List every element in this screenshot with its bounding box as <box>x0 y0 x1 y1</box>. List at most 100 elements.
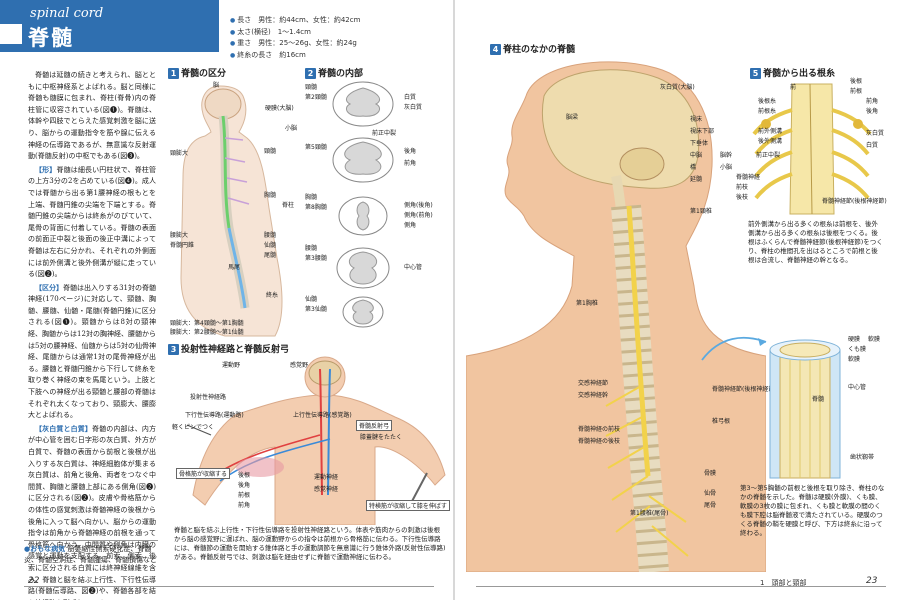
fig2-level-s3: 第3仙髄 <box>305 306 327 313</box>
fig3-label-pin: 軽くピンでつく <box>172 424 215 431</box>
fig1-note-cervical: 頸膨大：第4頸髄～第1胸髄 <box>170 320 244 327</box>
fig3-label-motor-nerve: 運動神経 <box>314 474 339 481</box>
ascending-tract <box>327 368 331 496</box>
fig5-membrane-cylinder <box>769 339 841 479</box>
fig2-label-gray-matter: 灰白質 <box>404 104 423 111</box>
brain-shape <box>204 88 242 120</box>
cord-segment <box>789 83 835 215</box>
cross-section-lumbar <box>336 247 390 289</box>
fig4-label-medulla: 延髄 <box>690 176 703 183</box>
fig5-caption-2: 第3～第5胸髄の前根と後根を取り除き、脊柱のなかの脊髄を示した。脊髄は硬膜(外膜… <box>740 484 885 537</box>
fig5-label-drg: 脊髄神経節(後根神経節) <box>822 198 887 205</box>
fig3-label-posterior-root: 後根 <box>238 472 251 479</box>
fig5-label-front: 前 <box>790 84 797 91</box>
fig1-label-spine: 脊柱 <box>282 202 295 209</box>
fig5-label-dura: 硬膜 <box>848 336 861 343</box>
fig4-label-drg: 脊髄神経節(後根神経節) <box>712 386 777 393</box>
fig1-label-sacral-cord: 仙髄 <box>264 242 277 249</box>
fig5-label-post-horn: 後角 <box>866 108 879 115</box>
fig3-label-sensory-area: 感覚野 <box>290 362 309 369</box>
cerebellum-shape <box>619 147 665 181</box>
footer-rule-left <box>24 586 434 587</box>
division-text: 脊髄は出入りする31対の脊髄神経(170ページ)に対応して、頸髄、胸髄、腰髄、仙… <box>28 283 156 420</box>
form-heading: 【形】 <box>35 164 57 174</box>
fig4-label-anterior-ramus: 脊髄神経の前枝 <box>578 426 621 433</box>
fig4-label-sympathetic-trunk: 交感神経幹 <box>578 392 609 399</box>
fig5-label-ant-rootlets: 前根糸 <box>758 108 777 115</box>
fig3-label-motor-area: 運動野 <box>222 362 241 369</box>
fig1-label-filum: 終糸 <box>266 292 279 299</box>
matter-paragraph: 【灰白質と白質】脊髄の内部は、内方が中心管を囲む日字形の灰白質、外方が白質で、脊… <box>28 423 156 600</box>
fig5-label-dentate-ligament: 歯状靱帯 <box>850 454 875 461</box>
fig1-label-cervical-cord: 頸髄 <box>264 148 277 155</box>
fig4-head-spine <box>466 61 766 572</box>
fig1-label-brain: 脳 <box>213 82 220 89</box>
fig2-cross-sections <box>332 81 394 328</box>
fig4-label-l1: 第1腰椎(尾骨) <box>630 510 669 517</box>
fig3-label-ascending-tract: 上行性伝導路(感覚路) <box>293 412 352 419</box>
matter-text: 脊髄の内部は、内方が中心管を囲む日字形の灰白質、外方が白質で、脊髄の表面から前根… <box>28 424 156 600</box>
fig1-label-thoracic-cord: 胸髄 <box>264 192 277 199</box>
cord-top <box>779 342 831 358</box>
division-heading: 【区分】 <box>35 282 64 292</box>
fig2-label-lateral-horn-post: 側角(後角) <box>404 202 433 209</box>
fig5-label-median-fissure: 前正中裂 <box>756 152 781 159</box>
fig3-label-tap-tendon: 膝蓋腱をたたく <box>360 434 403 441</box>
cross-section-sacral <box>342 296 384 328</box>
cord-cylinder <box>779 349 831 479</box>
fig1-label-lumbar-enlargement: 腰膨大 <box>170 232 189 239</box>
fig3-label-sensory-nerve: 感覚神経 <box>314 486 339 493</box>
footer-rule-right <box>476 586 886 587</box>
fig4-label-thalamus: 視床 <box>690 116 703 123</box>
lumbar-cord <box>227 227 247 309</box>
disease-heading: ●おもな病気 <box>24 545 66 553</box>
fig3-label-posterior-horn: 後角 <box>238 482 251 489</box>
page-title: 脊髄 <box>28 26 74 50</box>
fig2-level-c2: 第2頸髄 <box>305 94 327 101</box>
fig5-label-white-matter: 白質 <box>866 142 879 149</box>
fig4-label-cerebellum: 小脳 <box>720 164 733 171</box>
fig5-label-ant-horn: 前角 <box>866 98 879 105</box>
fig2-level-lumbar: 腰髄 <box>305 245 318 252</box>
hammer-shape <box>409 472 428 506</box>
spec-list: 長さ 男性：約44cm、女性：約42cm 太さ(横径) 1～1.4cm 重さ 男… <box>230 15 360 61</box>
fig2-label-lateral-horn: 側角 <box>404 222 417 229</box>
fig3-label-descending-tract: 下行性伝導路(運動路) <box>185 412 244 419</box>
fig2-label-median-fissure: 前正中裂 <box>372 130 397 137</box>
drg-left <box>761 119 771 129</box>
fig2-level-thoracic: 胸髄 <box>305 194 318 201</box>
fig2-level-cervical: 頸髄 <box>305 84 318 91</box>
fig1-label-lumbar-cord: 腰髄 <box>264 232 277 239</box>
cross-section-cervical <box>332 81 394 127</box>
drg-right <box>853 119 863 129</box>
fig3-label-muscle-contracts: 骨格筋が収縮する <box>176 468 231 479</box>
fig2-label-lateral-horn-ant: 側角(前角) <box>404 212 433 219</box>
fig2-label-central-canal: 中心管 <box>404 264 423 271</box>
page-number-right: 23 <box>866 576 878 586</box>
spinal-cord <box>626 205 651 477</box>
division-paragraph: 【区分】脊髄は出入りする31対の脊髄神経(170ページ)に対応して、頸髄、胸髄、… <box>28 282 156 422</box>
fig4-label-sacrum: 仙骨 <box>704 490 717 497</box>
fig1-body-silhouette <box>180 85 283 337</box>
fig5-label-arachnoid: くも膜 <box>848 346 867 353</box>
fig4-label-coccyx: 尾骨 <box>704 502 717 509</box>
fig1-note-lumbar: 腰膨大：第2腰髄～第1仙髄 <box>170 329 244 336</box>
spec-width: 太さ(横径) 1～1.4cm <box>230 27 360 39</box>
fig5-label-post-root: 後根 <box>850 78 863 85</box>
body-silhouette <box>466 61 766 572</box>
fig3-label-anterior-horn: 前角 <box>238 502 251 509</box>
cross-section-cervical5 <box>332 137 394 183</box>
fig1-label-coccygeal-cord: 尾髄 <box>264 252 277 259</box>
footer-section: 1 頭部と頸部 <box>760 579 807 587</box>
cross-section-thoracic <box>338 196 388 236</box>
descending-tract <box>319 368 323 496</box>
fig3-label-knee-extends: 特検筋が収縮して膝を伸ばす <box>366 500 450 511</box>
title-marker <box>0 24 22 44</box>
fig5-label-post-lateral-sulcus: 後外側溝 <box>758 138 783 145</box>
fig2-label-anterior-horn: 前角 <box>404 160 417 167</box>
fig4-label-c1: 第1頸椎 <box>690 208 712 215</box>
